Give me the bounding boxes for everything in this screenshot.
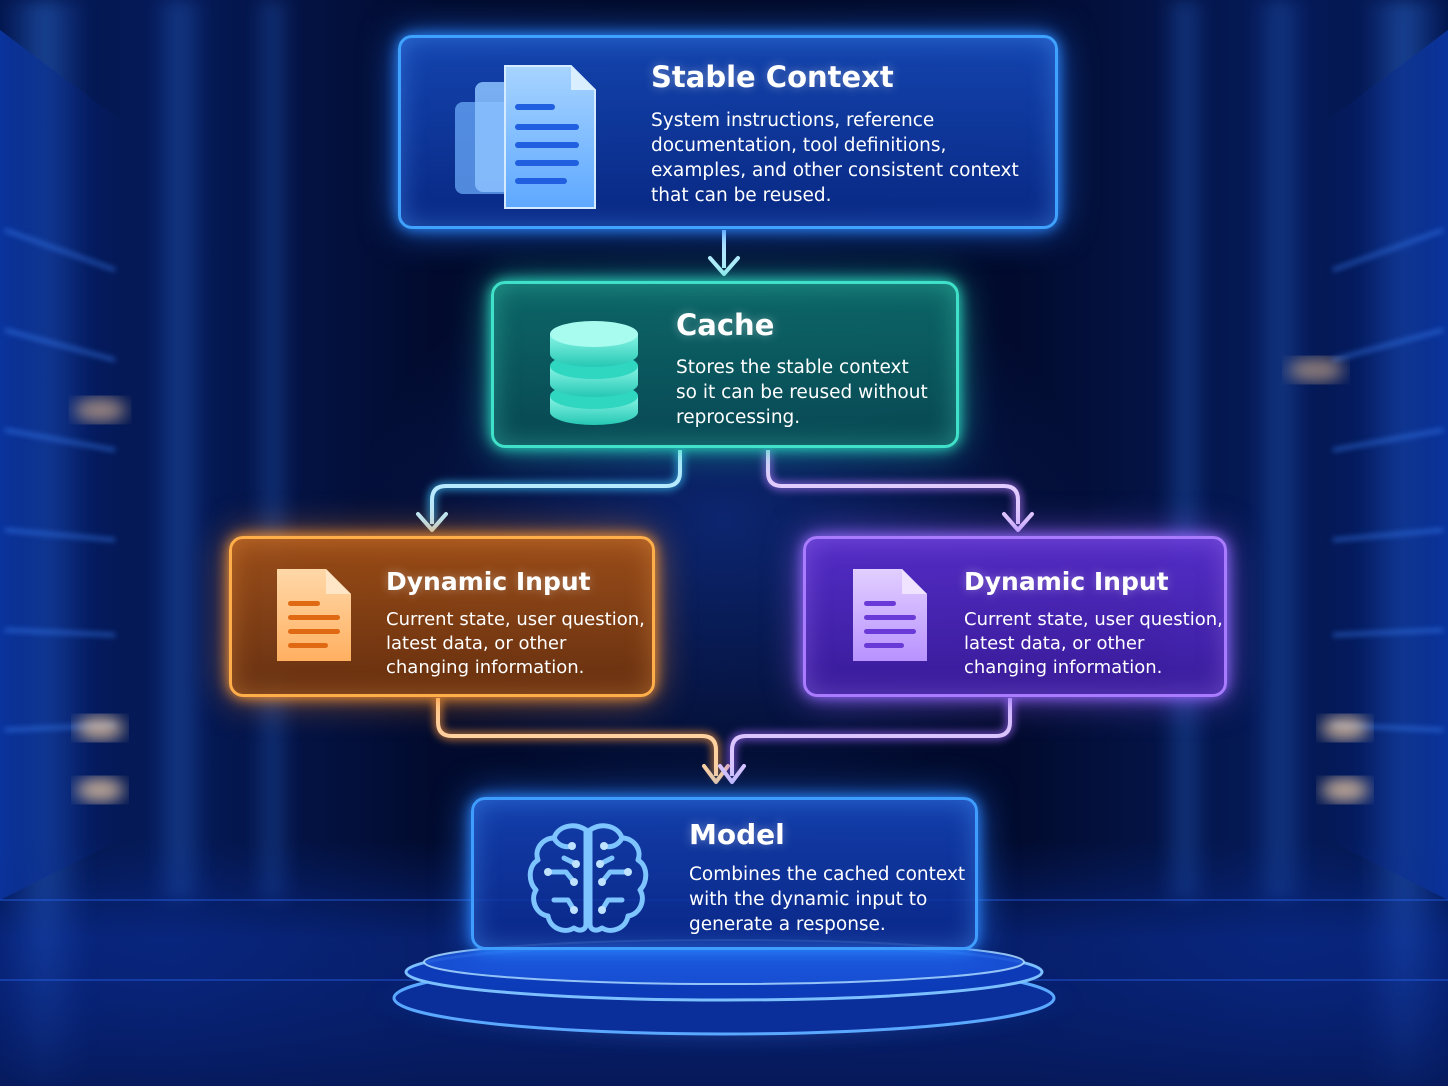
cache-box: Cache Stores the stable context so it ca… [491, 281, 959, 448]
dynamic-input-right-box: Dynamic Input Current state, user questi… [803, 536, 1227, 697]
documents-icon [453, 62, 603, 216]
dynamic-input-left-title: Dynamic Input [386, 567, 591, 596]
dynamic-input-left-box: Dynamic Input Current state, user questi… [229, 536, 655, 697]
connector-cache-to-right-input [763, 450, 1034, 532]
connector-stable-to-cache [708, 230, 740, 276]
connector-left-input-to-model [433, 698, 730, 784]
stable-context-box: Stable Context System instructions, refe… [398, 35, 1058, 229]
model-description: Combines the cached context with the dyn… [689, 864, 966, 935]
model-box: Model Combines the cached context with t… [471, 797, 978, 950]
dynamic-input-left-description: Current state, user question, latest dat… [386, 609, 645, 678]
stable-context-description: System instructions, reference documenta… [651, 110, 1019, 206]
connector-right-input-to-model [718, 698, 1015, 784]
brain-icon [524, 820, 652, 942]
model-title: Model [689, 818, 785, 851]
stable-context-title: Stable Context [651, 60, 894, 94]
dynamic-input-right-description: Current state, user question, latest dat… [964, 609, 1223, 678]
dynamic-input-right-title: Dynamic Input [964, 567, 1169, 596]
connector-cache-to-left-input [416, 450, 685, 532]
document-icon [850, 565, 930, 669]
document-icon [274, 565, 354, 669]
cache-description: Stores the stable context so it can be r… [676, 357, 928, 428]
cache-title: Cache [676, 308, 775, 342]
database-icon [546, 312, 642, 432]
